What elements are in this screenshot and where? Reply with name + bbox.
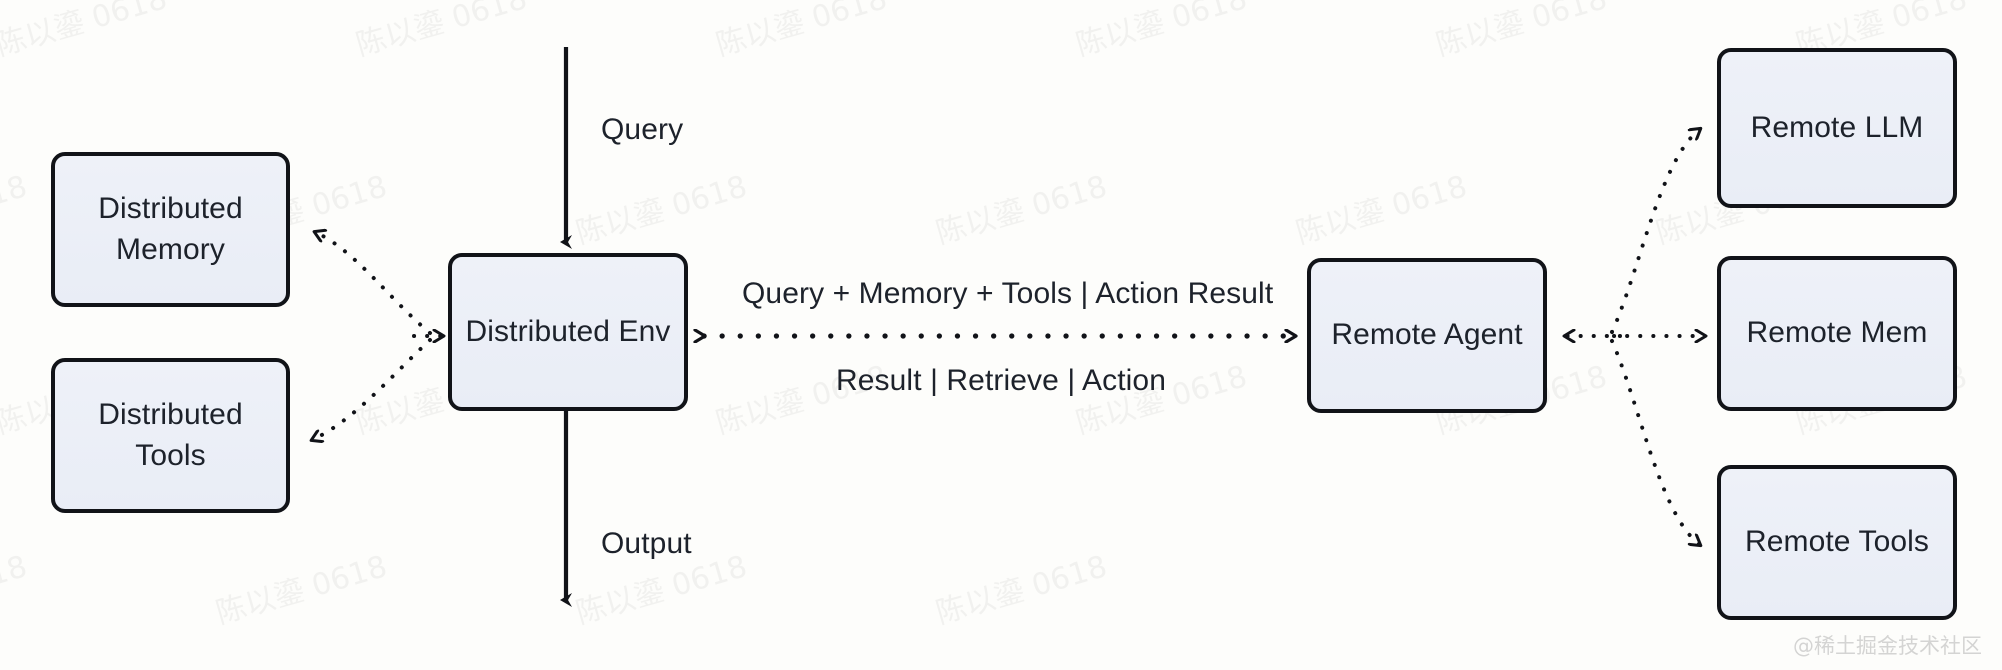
edge-label-output: Output <box>601 527 692 560</box>
node-distributed-memory[interactable]: Distributed Memory <box>51 152 290 307</box>
node-label: Remote Agent <box>1331 318 1523 352</box>
node-distributed-env[interactable]: Distributed Env <box>448 253 688 411</box>
edge-agent-to-remote-tools <box>1610 339 1700 545</box>
watermark-corner: @稀土掘金技术社区 <box>1793 634 1982 658</box>
edge-label-bottom-channel: Result | Retrieve | Action <box>836 364 1166 397</box>
node-remote-llm[interactable]: Remote LLM <box>1717 48 1957 208</box>
edge-label-top-channel: Query + Memory + Tools | Action Result <box>742 277 1274 310</box>
edge-label-query: Query <box>601 113 684 146</box>
edge-env-to-memory <box>315 232 432 335</box>
node-remote-tools[interactable]: Remote Tools <box>1717 465 1957 620</box>
node-distributed-tools[interactable]: Distributed Tools <box>51 358 290 513</box>
node-remote-agent[interactable]: Remote Agent <box>1307 258 1547 413</box>
node-remote-mem[interactable]: Remote Mem <box>1717 256 1957 411</box>
edge-agent-to-remote-llm <box>1610 129 1700 334</box>
node-label: Remote Tools <box>1744 525 1930 559</box>
node-label: Distributed Env <box>465 314 671 348</box>
node-label: Distributed Tools <box>98 398 243 472</box>
edge-env-to-tools <box>312 338 432 440</box>
node-label: Remote LLM <box>1750 110 1924 144</box>
node-label: Remote Mem <box>1746 316 1928 350</box>
node-label: Distributed Memory <box>98 192 243 266</box>
